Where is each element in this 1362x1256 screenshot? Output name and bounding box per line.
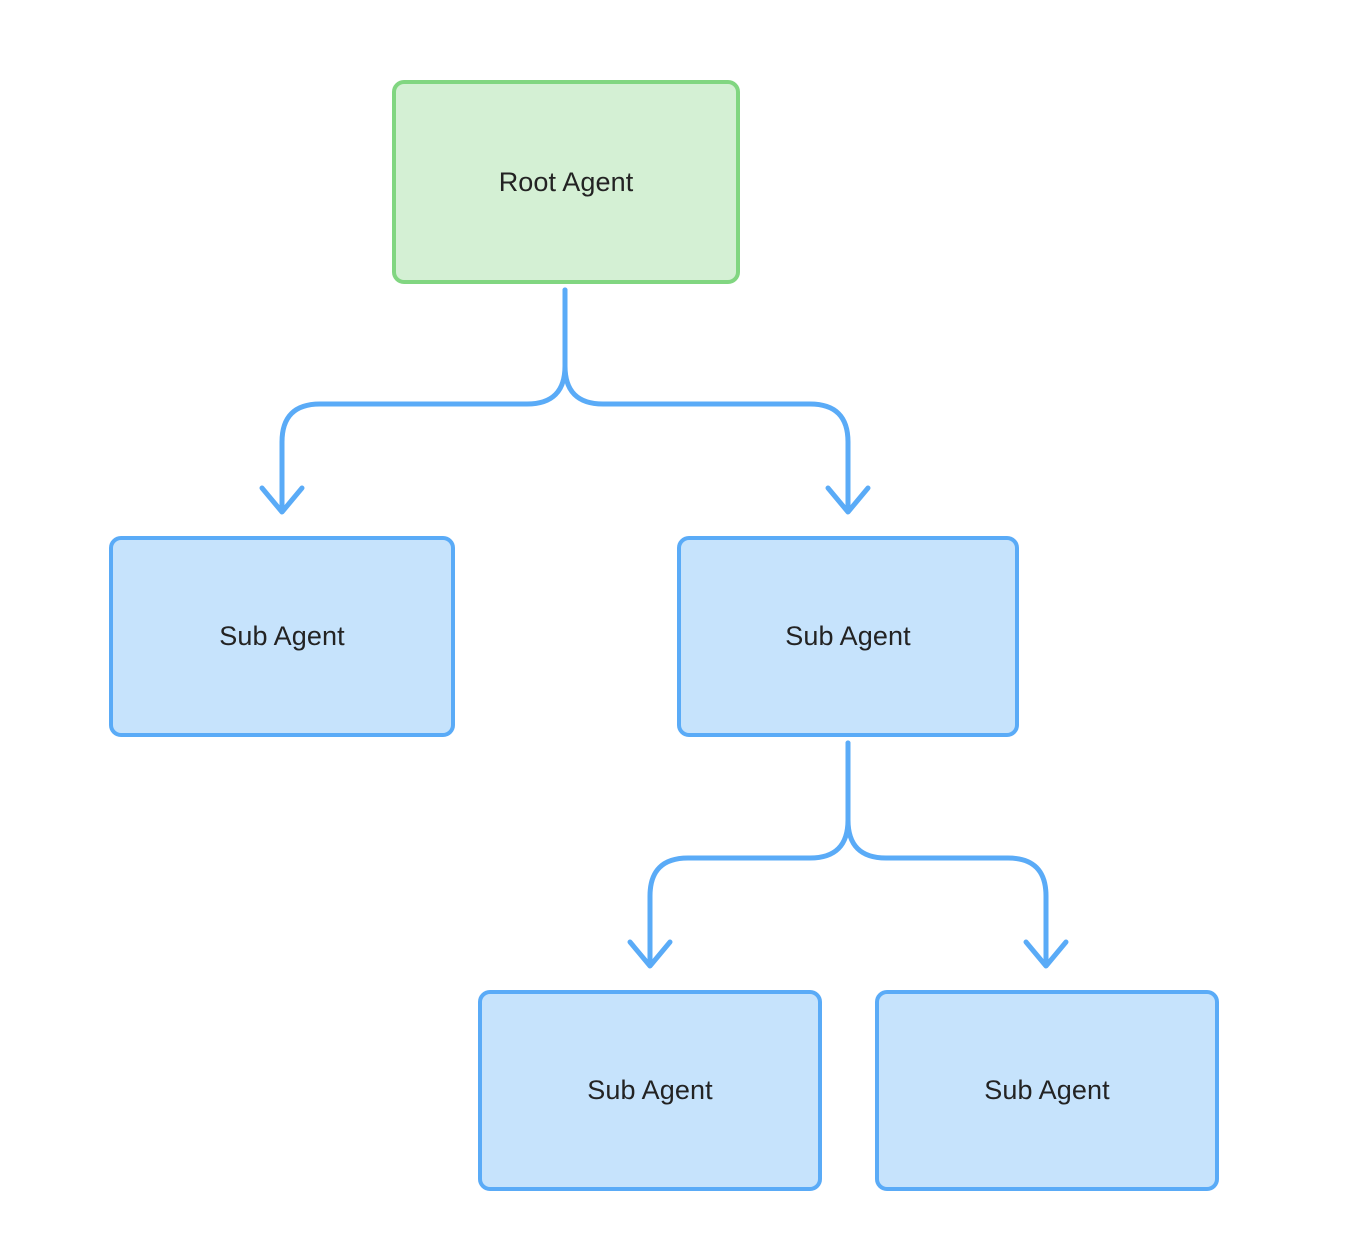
node-sub-agent-3[interactable]: Sub Agent	[478, 990, 822, 1191]
edge-root-to-sub-2	[562, 287, 851, 511]
node-label: Sub Agent	[785, 621, 911, 652]
node-label: Sub Agent	[984, 1075, 1110, 1106]
node-label: Root Agent	[498, 166, 634, 197]
node-sub-agent-4[interactable]: Sub Agent	[875, 990, 1219, 1191]
edge-sub-2-to-sub-4	[845, 740, 1049, 965]
node-root-agent[interactable]: Root Agent	[392, 80, 740, 284]
edge-root-to-sub-1	[279, 287, 568, 511]
edge-sub-2-to-sub-4-arrowhead-icon	[1023, 939, 1069, 969]
edge-root-to-sub-2-arrowhead-icon	[825, 485, 871, 515]
node-label: Sub Agent	[219, 621, 345, 652]
edge-sub-2-to-sub-3	[647, 740, 851, 965]
node-label: Sub Agent	[587, 1075, 713, 1106]
edge-sub-2-to-sub-3-arrowhead-icon	[627, 939, 673, 969]
node-sub-agent-1[interactable]: Sub Agent	[109, 536, 455, 737]
edge-root-to-sub-1-arrowhead-icon	[259, 485, 305, 515]
node-sub-agent-2[interactable]: Sub Agent	[677, 536, 1019, 737]
